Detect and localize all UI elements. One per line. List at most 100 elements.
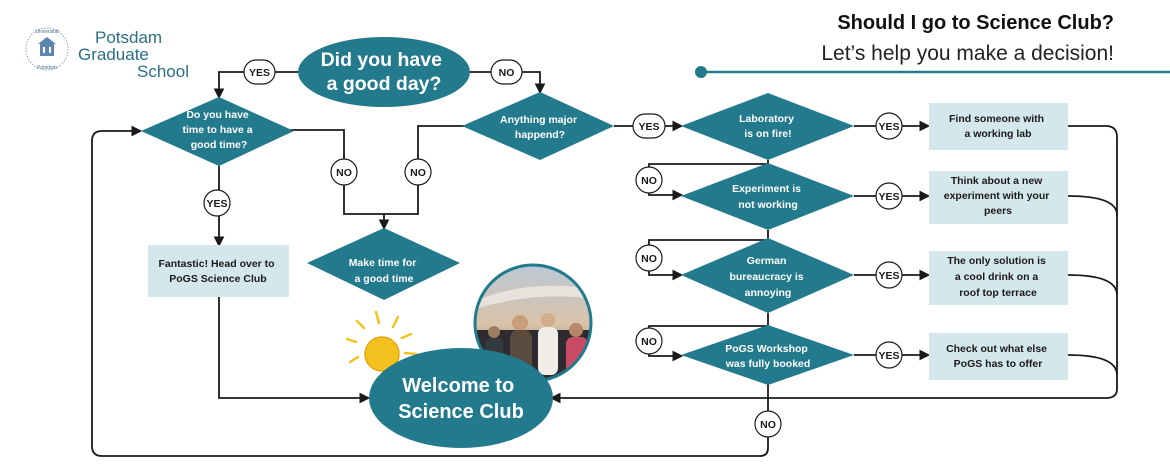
connector-results-welcome — [549, 125, 1118, 404]
badge-no-lab-text: NO — [641, 175, 657, 187]
res-lab-line-1: Find someone with — [949, 113, 1044, 125]
cond-bureau-line-2: bureaucracy is — [729, 271, 803, 283]
q-time-line-2: time to have a — [183, 124, 253, 136]
badge-yes-lab: YES — [875, 112, 903, 140]
res-bureau-line-2: a cool drink on a — [955, 271, 1039, 283]
result-bureaucracy-box: The only solution is a cool drink on a r… — [929, 251, 1068, 305]
seal-text-bottom: Potsdam — [37, 65, 57, 71]
welcome-line-1: Welcome to — [402, 375, 514, 397]
make-time-node: Make time for a good time — [307, 228, 460, 300]
badge-yes-exp: YES — [875, 182, 903, 210]
badge-yes-workshop: YES — [875, 341, 903, 369]
svg-text:German bureaucracy is: German bureaucracy is annoying — [729, 255, 806, 299]
condition-experiment-node: Experiment is not working — [681, 163, 854, 230]
q-time-line-3: good time? — [191, 139, 248, 151]
start-node: Did you have a good day? — [298, 37, 470, 107]
badge-yes-start: YES — [243, 59, 276, 85]
badge-no-lab: NO — [635, 166, 663, 194]
badge-no-time: NO — [330, 158, 358, 186]
cond-lab-line-2: is on fire! — [744, 128, 791, 140]
connector-exp-no — [648, 230, 769, 281]
svg-text:The only solution is a c: The only solution is a cool drink on a r… — [947, 255, 1049, 299]
svg-text:PoGS Workshop was fully: PoGS Workshop was fully booked — [725, 343, 811, 370]
sun-icon — [345, 310, 418, 372]
welcome-line-2: Science Club — [398, 401, 524, 423]
badge-no-start: NO — [490, 59, 523, 85]
svg-text:Welcome to Science Club: Welcome to Science Club — [398, 375, 524, 423]
fantastic-box: Fantastic! Head over to PoGS Science Clu… — [148, 245, 289, 297]
result-lab-box: Find someone with a working lab — [929, 103, 1068, 150]
svg-text:Find someone with a work: Find someone with a working lab — [949, 113, 1047, 140]
res-exp-line-1: Think about a new — [951, 175, 1043, 187]
logo-text: Potsdam Graduate School — [78, 29, 189, 80]
q-time-line-1: Do you have — [186, 109, 249, 121]
page-subtitle: Let’s help you make a decision! — [821, 42, 1114, 65]
cond-lab-line-1: Laboratory — [739, 113, 794, 125]
badge-no-bureau-text: NO — [641, 336, 657, 348]
badge-yes-time: YES — [203, 189, 231, 217]
make-time-line-2: a good time — [355, 273, 414, 285]
badge-yes-bureau-text: YES — [878, 270, 899, 282]
svg-text:Experiment is not workin: Experiment is not working — [732, 183, 804, 211]
res-exp-line-3: peers — [984, 205, 1012, 217]
condition-lab-node: Laboratory is on fire! — [681, 93, 854, 160]
badge-no-major: NO — [404, 158, 432, 186]
badge-no-bureau: NO — [635, 327, 663, 355]
connector-bureau-result-rail — [1067, 274, 1118, 296]
badge-yes-major: YES — [632, 113, 666, 139]
svg-text:Fantastic! Head over to: Fantastic! Head over to PoGS Science Clu… — [158, 258, 277, 285]
badge-yes-workshop-text: YES — [878, 350, 899, 362]
svg-text:Anything major happend?: Anything major happend? — [500, 114, 580, 141]
question-time-node: Do you have time to have a good time? — [141, 97, 294, 166]
badge-yes-bureau: YES — [875, 261, 903, 289]
condition-bureaucracy-node: German bureaucracy is annoying — [681, 238, 854, 313]
fantastic-line-1: Fantastic! Head over to — [158, 258, 274, 270]
badge-no-workshop: NO — [754, 410, 782, 438]
make-time-line-1: Make time for — [349, 257, 417, 269]
badge-no-major-text: NO — [410, 167, 426, 179]
badge-no-workshop-text: NO — [760, 419, 776, 431]
start-line-1: Did you have — [321, 49, 443, 71]
start-line-2: a good day? — [327, 73, 442, 95]
res-workshop-line-1: Check out what else — [946, 343, 1047, 355]
res-bureau-line-3: roof top terrace — [959, 287, 1037, 299]
university-seal-icon: Universität Potsdam — [25, 27, 69, 71]
connector-exp-result-rail — [1067, 195, 1118, 216]
question-major-node: Anything major happend? — [462, 92, 614, 160]
cond-workshop-line-1: PoGS Workshop — [725, 343, 808, 355]
q-major-line-1: Anything major — [500, 114, 577, 126]
badges: YES NO YES NO NO YES NO NO NO YES YES YE… — [203, 59, 903, 438]
condition-workshop-node: PoGS Workshop was fully booked — [681, 325, 854, 385]
fantastic-line-2: PoGS Science Club — [169, 273, 266, 285]
res-exp-line-2: experiment with your — [944, 190, 1050, 202]
badge-no-exp-text: NO — [641, 253, 657, 265]
connector-workshop-result-rail — [1067, 354, 1118, 376]
badge-yes-start-text: YES — [249, 67, 270, 79]
res-lab-line-2: a working lab — [964, 128, 1031, 140]
q-major-line-2: happend? — [515, 129, 565, 141]
badge-no-start-text: NO — [499, 67, 515, 79]
logo-line-2: Graduate — [78, 45, 149, 64]
svg-text:Make time for a good tim: Make time for a good time — [349, 257, 420, 285]
svg-text:Think about a new experi: Think about a new experiment with your p… — [944, 175, 1053, 217]
badge-yes-exp-text: YES — [878, 191, 899, 203]
header-accent-dot — [695, 66, 707, 78]
result-experiment-box: Think about a new experiment with your p… — [929, 171, 1068, 224]
res-bureau-line-1: The only solution is — [947, 255, 1046, 267]
badge-yes-lab-text: YES — [878, 121, 899, 133]
cond-exp-line-2: not working — [738, 199, 798, 211]
svg-text:Did you have a good day?: Did you have a good day? — [321, 49, 448, 95]
connector-bureau-no — [648, 313, 769, 362]
svg-text:Check out what else PoGS: Check out what else PoGS has to offer — [946, 343, 1050, 370]
logo-line-1: Potsdam — [95, 28, 163, 47]
badge-no-time-text: NO — [336, 167, 352, 179]
res-workshop-line-2: PoGS has to offer — [954, 358, 1043, 370]
cond-workshop-line-2: was fully booked — [725, 358, 811, 370]
welcome-node: Welcome to Science Club — [369, 348, 553, 448]
page-title: Should I go to Science Club? — [837, 12, 1114, 34]
cond-bureau-line-1: German — [747, 255, 787, 267]
connector-time-no — [278, 129, 390, 231]
cond-exp-line-1: Experiment is — [732, 183, 801, 195]
seal-text-top: Universität — [35, 29, 59, 35]
